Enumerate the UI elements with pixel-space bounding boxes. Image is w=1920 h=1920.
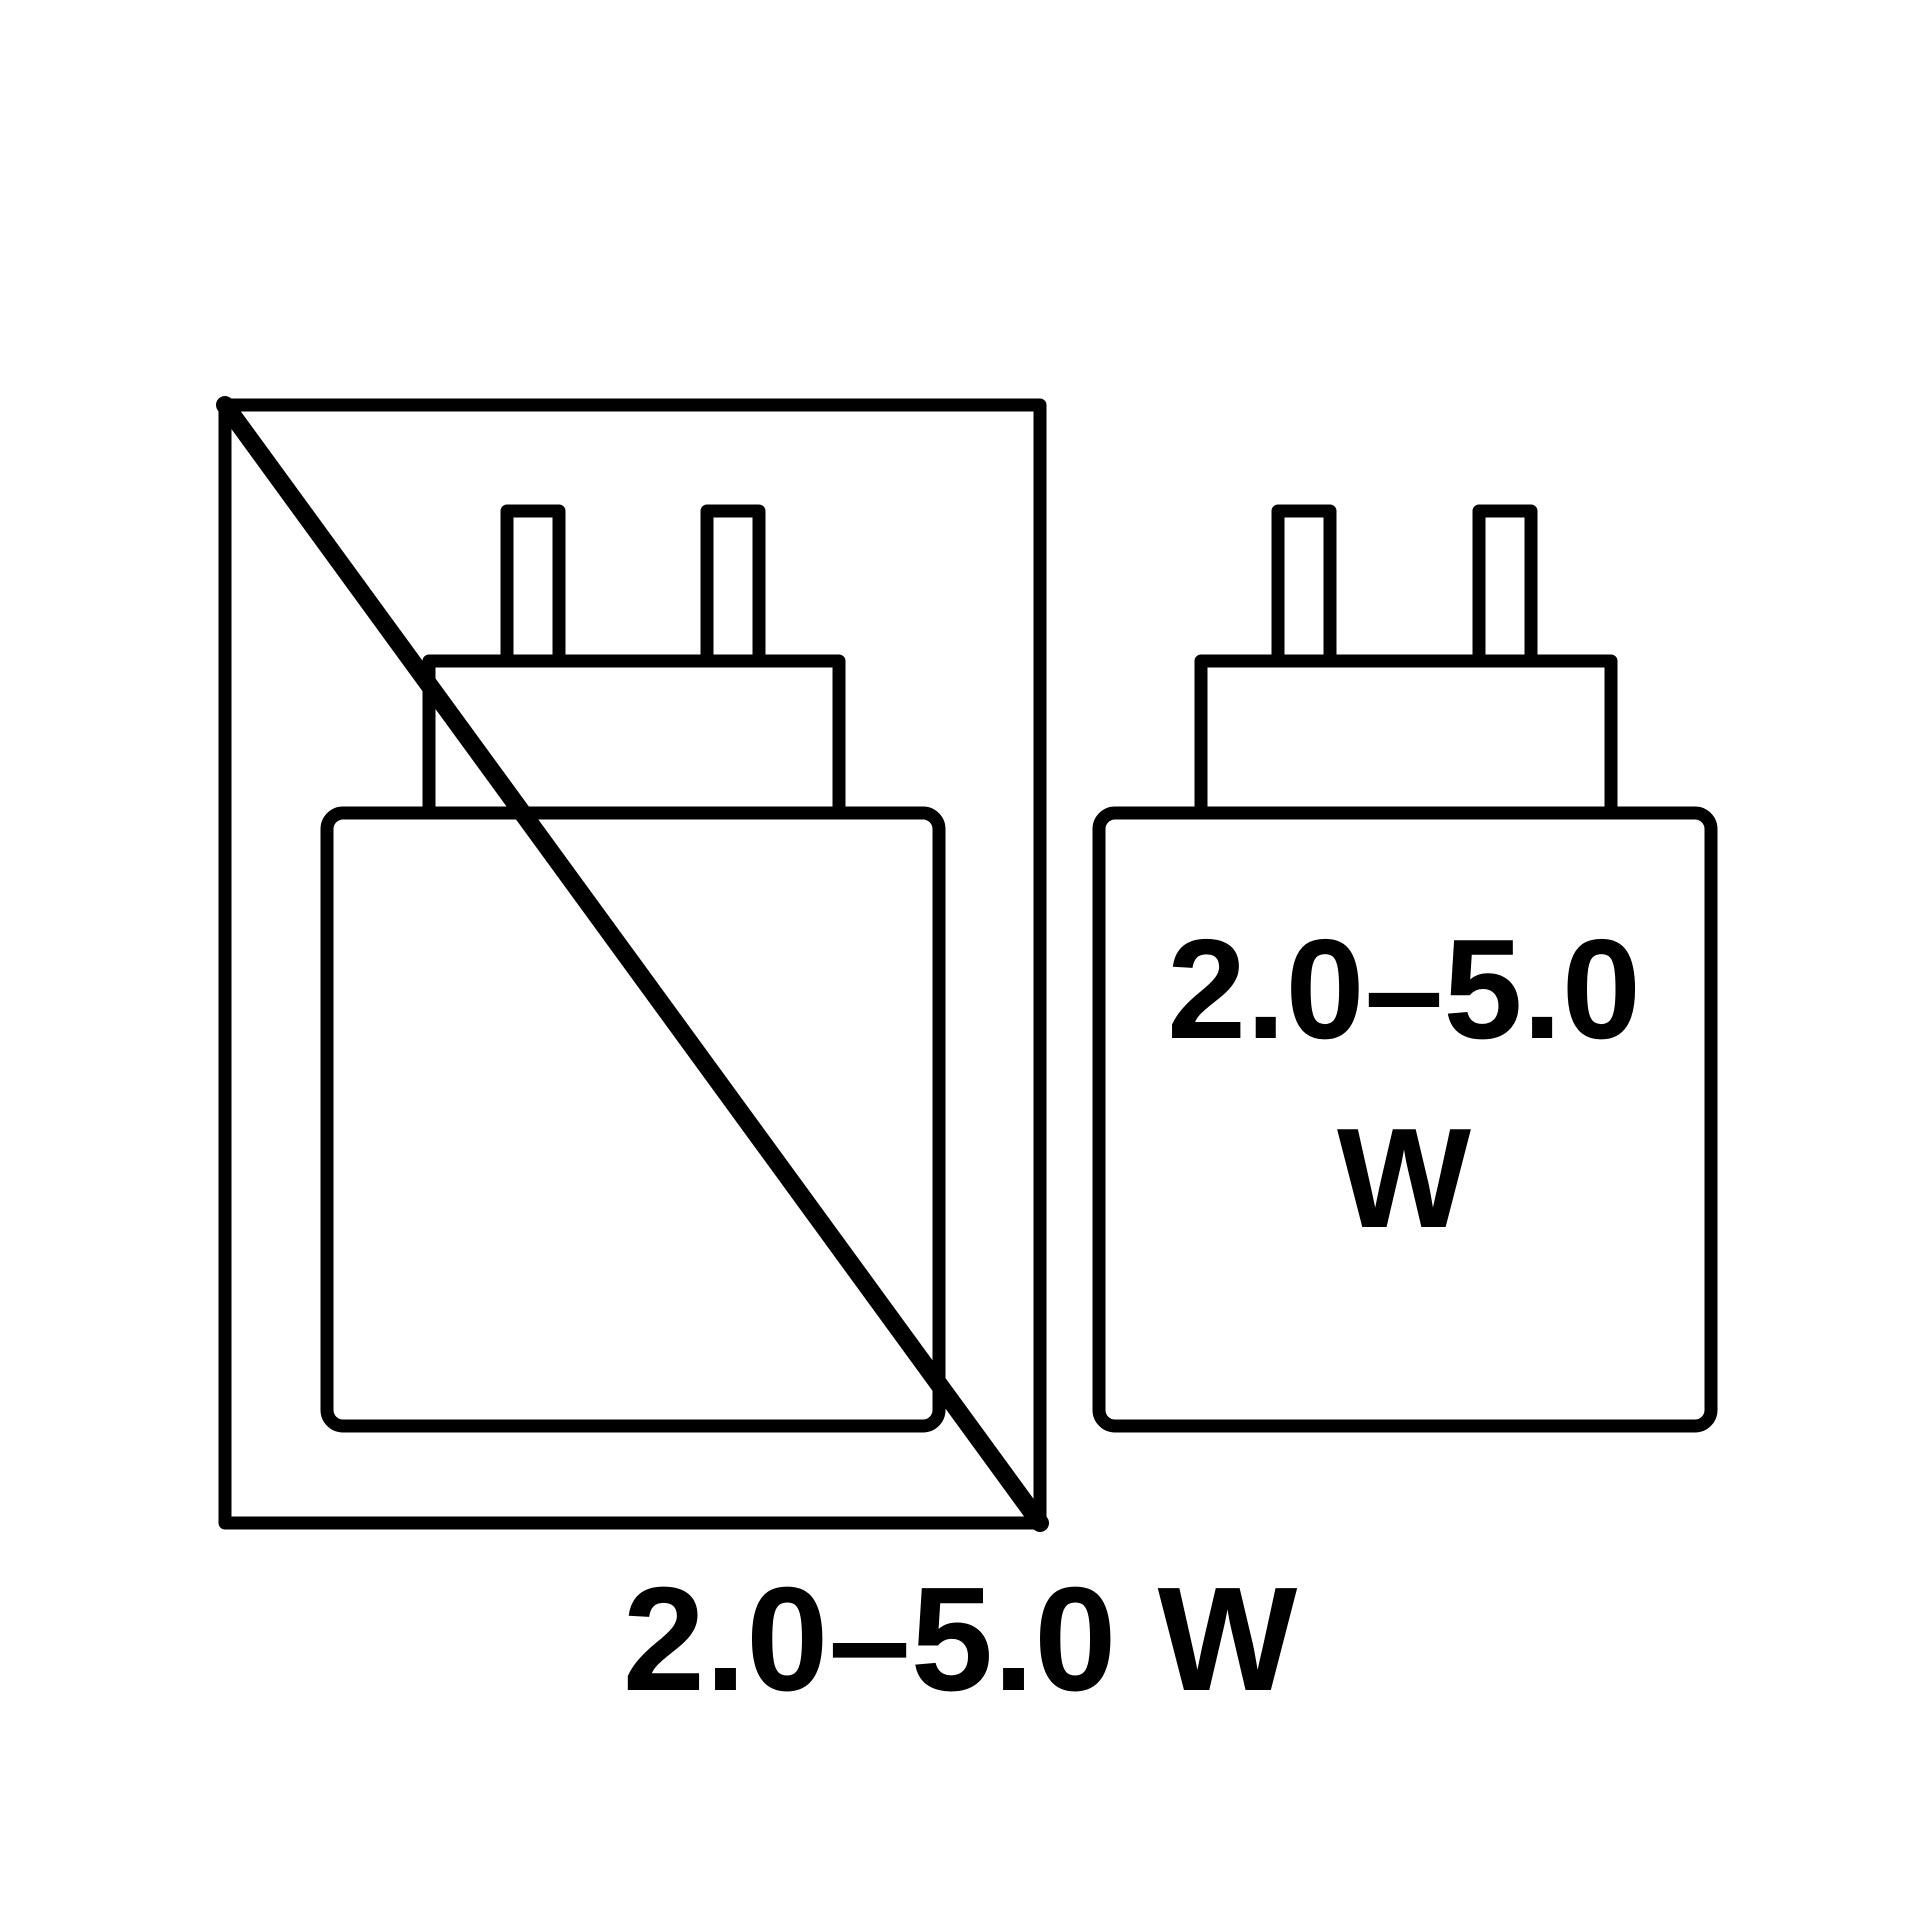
strike-through-line <box>216 396 1049 1532</box>
power-adapter-icon: 2.0–5.0 W <box>1092 504 1718 1433</box>
plug-prong-left <box>500 504 566 668</box>
charger-wattage-range: 2.0–5.0 <box>1167 910 1641 1069</box>
charger-wattage-unit: W <box>1337 1099 1471 1258</box>
adapter-body <box>1092 806 1718 1433</box>
frame-box <box>218 398 1047 1530</box>
crossed-out-power-adapter-icon <box>216 396 1049 1532</box>
plug-neck <box>1194 654 1618 820</box>
adapter-body <box>320 806 946 1433</box>
plug-prong-left <box>1271 504 1337 668</box>
plug-prong-right <box>700 504 766 668</box>
wattage-caption: 2.0–5.0 W <box>623 1557 1298 1722</box>
plug-prong-right <box>1472 504 1538 668</box>
plug-neck <box>422 654 846 820</box>
power-adapter-icon <box>320 504 946 1433</box>
